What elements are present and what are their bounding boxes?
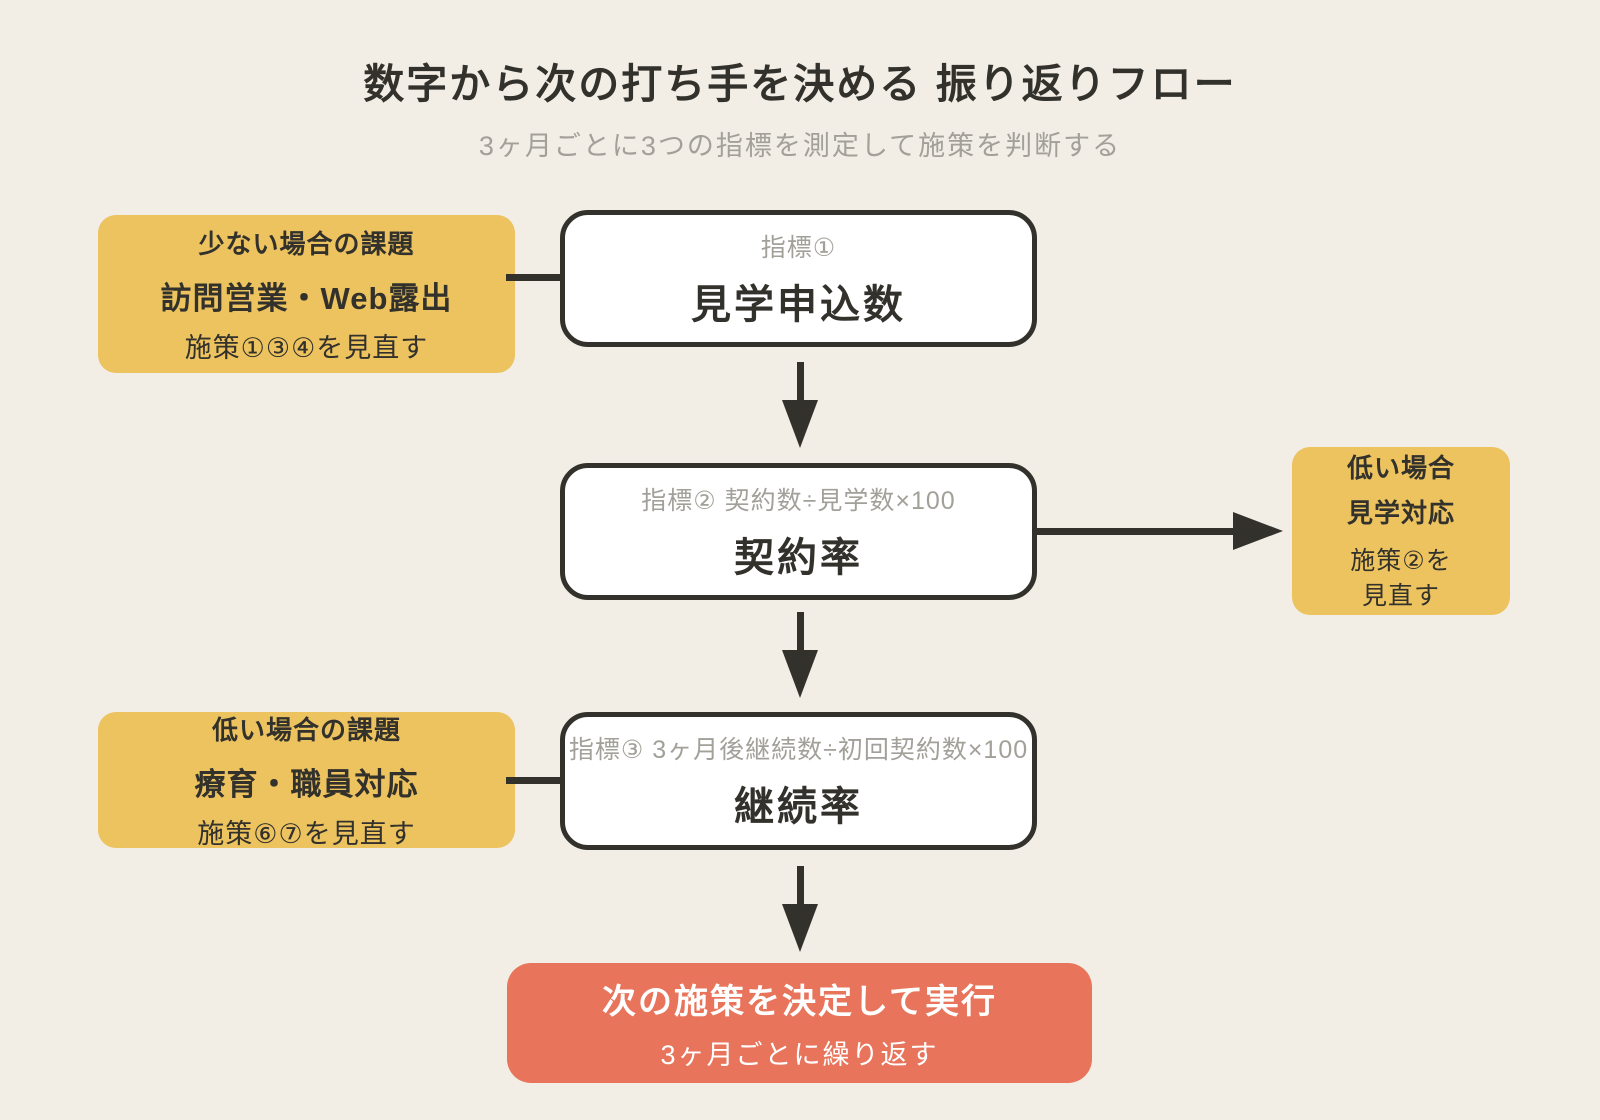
page-title: 数字から次の打ち手を決める 振り返りフロー <box>363 61 1237 107</box>
connector-callout-to-metric1 <box>506 274 564 281</box>
final-step-title: 次の施策を決定して実行 <box>602 983 997 1021</box>
final-step-node: 次の施策を決定して実行 3ヶ月ごとに繰り返す <box>507 963 1092 1083</box>
arrow-shaft <box>796 362 804 400</box>
arrow-head <box>1233 512 1283 550</box>
final-step-subtitle: 3ヶ月ごとに繰り返す <box>660 1040 939 1070</box>
metric-title: 見学申込数 <box>691 282 906 327</box>
right-arrow-metric2-to-callout <box>1035 512 1283 550</box>
callout-heading: 低い場合 <box>1346 453 1455 483</box>
callout-action: 施策⑥⑦を見直す <box>197 818 416 849</box>
callout-focus: 療育・職員対応 <box>194 766 419 802</box>
callout-focus: 見学対応 <box>1346 498 1455 528</box>
callout-focus: 訪問営業・Web露出 <box>160 280 453 316</box>
metric-label: 指標③ 3ヶ月後継続数÷初回契約数×100 <box>568 736 1029 764</box>
metric-node-retention-rate: 指標③ 3ヶ月後継続数÷初回契約数×100 継続率 <box>560 712 1037 850</box>
arrow-head <box>782 650 818 698</box>
down-arrow-metric2-to-metric3 <box>782 612 818 698</box>
callout-heading: 低い場合の課題 <box>211 714 401 745</box>
arrow-head <box>782 400 818 448</box>
metric-label: 指標② 契約数÷見学数×100 <box>641 486 956 515</box>
arrow-shaft <box>796 866 804 904</box>
callout-action-line: 施策②を <box>1350 547 1452 575</box>
callout-heading: 少ない場合の課題 <box>198 228 415 259</box>
metric-node-contract-rate: 指標② 契約数÷見学数×100 契約率 <box>560 463 1037 600</box>
down-arrow-metric3-to-final <box>782 866 818 952</box>
page-subtitle: 3ヶ月ごとに3つの指標を測定して施策を判断する <box>478 131 1122 161</box>
arrow-shaft <box>1035 527 1233 535</box>
arrow-shaft <box>796 612 804 650</box>
callout-low-contract-rate: 低い場合 見学対応 施策②を 見直す <box>1292 447 1510 615</box>
metric-label: 指標① <box>760 233 837 262</box>
metric-title: 契約率 <box>734 535 863 580</box>
down-arrow-metric1-to-metric2 <box>782 362 818 448</box>
callout-low-retention: 低い場合の課題 療育・職員対応 施策⑥⑦を見直す <box>98 712 515 849</box>
arrow-head <box>782 904 818 952</box>
metric-title: 継続率 <box>734 785 863 829</box>
callout-low-applications: 少ない場合の課題 訪問営業・Web露出 施策①③④を見直す <box>98 215 515 373</box>
connector-callout-to-metric3 <box>506 777 564 784</box>
callout-action-line: 見直す <box>1361 582 1440 610</box>
metric-node-applications: 指標① 見学申込数 <box>560 210 1037 347</box>
callout-action: 施策①③④を見直す <box>184 332 429 363</box>
